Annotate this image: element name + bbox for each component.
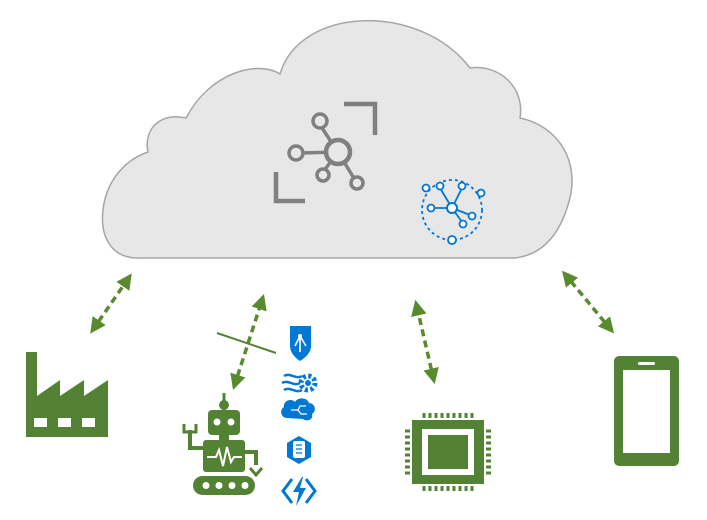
arrow-robot-cloud: [230, 294, 267, 390]
digital-twins-icon: [421, 179, 486, 245]
azure-functions-icon: [281, 477, 317, 506]
iot-hub-icon: [273, 101, 378, 204]
arrow-phone-cloud: [561, 270, 615, 334]
arrow-factory-cloud: [90, 273, 132, 334]
iot-edge-icon: [290, 326, 311, 361]
edge-module-connector: [216, 332, 277, 354]
arrow-chip-cloud: [411, 299, 439, 385]
factory-icon: [26, 352, 108, 437]
sql-edge-icon: [287, 436, 311, 464]
cognitive-services-icon: [281, 398, 315, 421]
microchip-icon: [405, 413, 491, 491]
robot-icon: [182, 393, 264, 495]
smartphone-icon: [614, 356, 679, 466]
stream-analytics-icon: [281, 373, 318, 393]
